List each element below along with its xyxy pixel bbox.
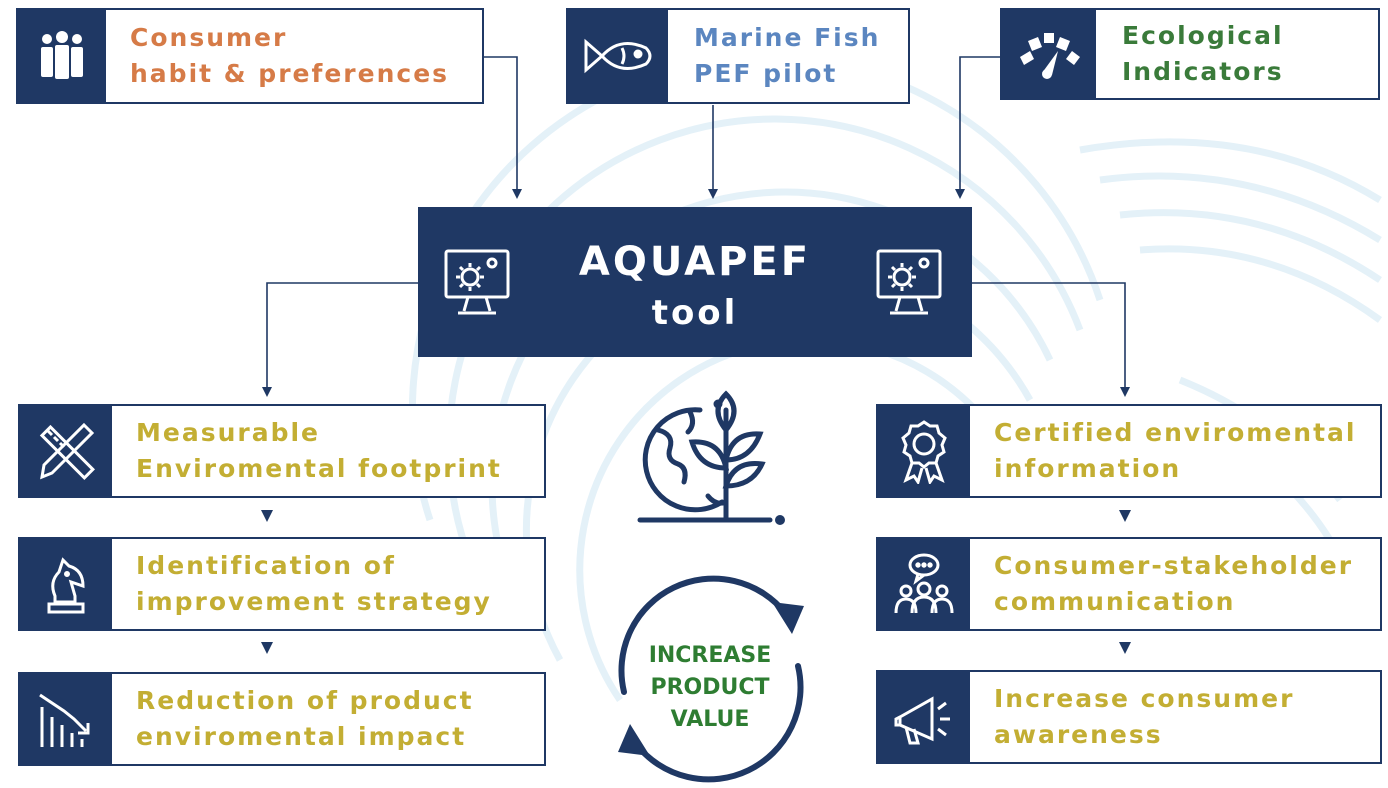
left-output-3-line2: enviromental impact <box>136 722 467 751</box>
aquapef-subtitle: tool <box>651 293 739 333</box>
cycle-line2: PRODUCT <box>650 675 770 700</box>
left-output-3-line1: Reduction of product <box>136 686 474 715</box>
consumer-line1: Consumer <box>130 23 288 52</box>
ruler-pencil-icon <box>20 406 112 496</box>
ecological-label: Ecological Indicators <box>1122 10 1284 98</box>
small-arrow-right-1 <box>1119 510 1131 522</box>
group-chat-icon <box>878 539 970 629</box>
right-output-3-label: Increase consumer awareness <box>994 672 1294 762</box>
award-badge-icon <box>878 406 970 496</box>
right-output-1-line2: information <box>994 454 1182 483</box>
aquapef-title: AQUAPEF <box>578 239 812 285</box>
small-arrow-right-2 <box>1119 642 1131 654</box>
left-output-2-box: Identification of improvement strategy <box>18 537 546 631</box>
monitor-gear-icon <box>442 247 512 323</box>
input-marine-fish-box: Marine Fish PEF pilot <box>566 8 910 104</box>
left-output-2-line1: Identification of <box>136 551 396 580</box>
chess-knight-icon <box>20 539 112 629</box>
left-output-3-box: Reduction of product enviromental impact <box>18 672 546 766</box>
gauge-icon <box>1002 10 1096 98</box>
cycle-arrows-icon <box>618 575 804 783</box>
right-output-2-label: Consumer-stakeholder communication <box>994 539 1353 629</box>
left-output-3-label: Reduction of product enviromental impact <box>136 674 474 764</box>
marine-fish-label: Marine Fish PEF pilot <box>694 10 880 102</box>
increase-product-value-label: INCREASE PRODUCT VALUE <box>600 640 820 736</box>
small-arrow-left-1 <box>261 510 273 522</box>
consumer-line2: habit & preferences <box>130 59 450 88</box>
left-output-1-label: Measurable Enviromental footprint <box>136 406 502 496</box>
left-output-1-box: Measurable Enviromental footprint <box>18 404 546 498</box>
left-output-1-line1: Measurable <box>136 418 321 447</box>
left-output-1-line2: Enviromental footprint <box>136 454 502 483</box>
declining-bars-icon <box>20 674 112 764</box>
marine-fish-line2: PEF pilot <box>694 59 838 88</box>
right-output-1-label: Certified enviromental information <box>994 406 1356 496</box>
people-icon <box>18 10 106 102</box>
cycle-line3: VALUE <box>670 707 750 732</box>
input-consumer-box: Consumer habit & preferences <box>16 8 484 104</box>
consumer-label: Consumer habit & preferences <box>130 10 449 102</box>
globe-plant-icon <box>637 390 785 525</box>
left-output-2-label: Identification of improvement strategy <box>136 539 492 629</box>
small-arrow-left-2 <box>261 642 273 654</box>
arrow-tool-to-right <box>972 282 1130 397</box>
right-output-2-line2: communication <box>994 587 1236 616</box>
arrow-ecological-to-tool <box>955 56 1003 199</box>
arrow-tool-to-left <box>262 282 418 397</box>
right-output-3-line2: awareness <box>994 720 1163 749</box>
arrow-consumer-to-tool <box>484 56 522 199</box>
aquapef-tool-box: AQUAPEF tool <box>418 207 972 357</box>
right-output-2-line1: Consumer-stakeholder <box>994 551 1354 580</box>
right-output-2-box: Consumer-stakeholder communication <box>876 537 1382 631</box>
cycle-line1: INCREASE <box>648 643 772 668</box>
ecological-line2: Indicators <box>1122 57 1284 86</box>
right-output-1-line1: Certified enviromental <box>994 418 1357 447</box>
left-output-2-line2: improvement strategy <box>136 587 492 616</box>
right-output-3-line1: Increase consumer <box>994 684 1295 713</box>
right-output-3-box: Increase consumer awareness <box>876 670 1382 764</box>
marine-fish-line1: Marine Fish <box>694 23 881 52</box>
ecological-line1: Ecological <box>1122 21 1284 50</box>
megaphone-icon <box>878 672 970 762</box>
fish-icon <box>568 10 668 102</box>
monitor-gear-icon <box>874 247 944 323</box>
right-output-1-box: Certified enviromental information <box>876 404 1382 498</box>
input-ecological-box: Ecological Indicators <box>1000 8 1380 100</box>
